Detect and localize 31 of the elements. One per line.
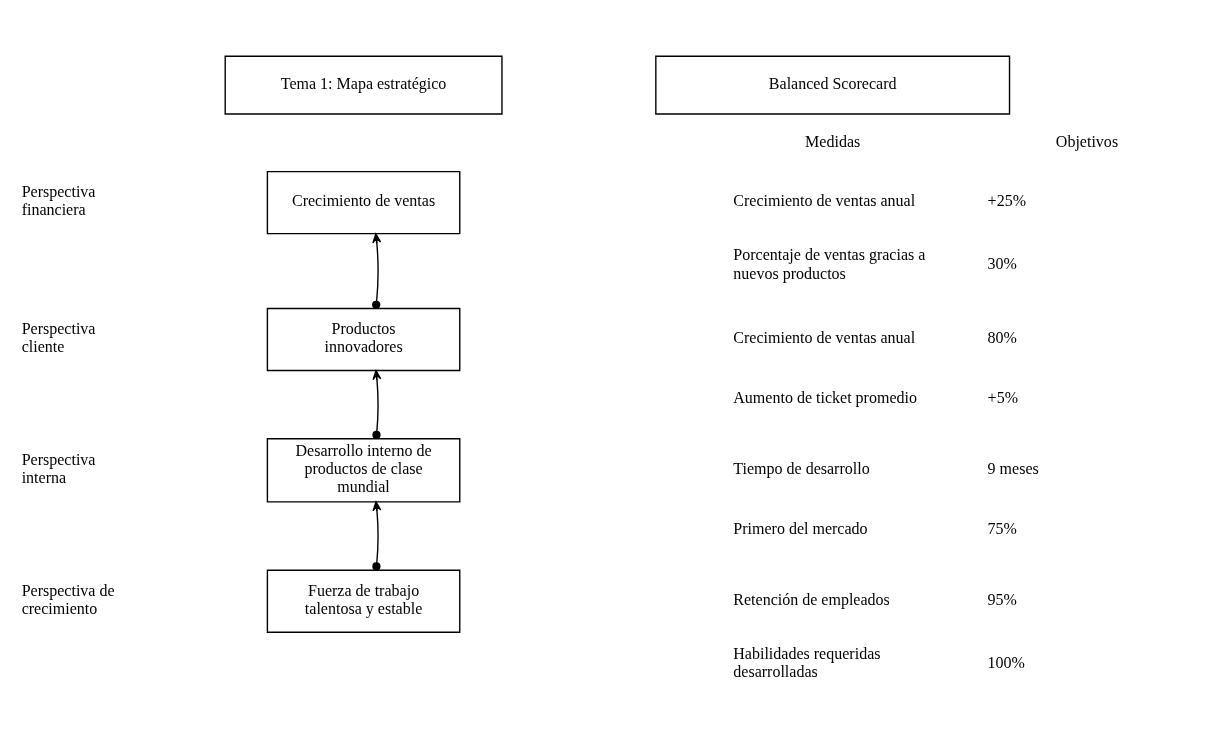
label: 9 meses	[987, 460, 1039, 478]
node-box: Balanced Scorecard	[655, 55, 1011, 115]
label: 80%	[987, 329, 1017, 347]
node-box: Tema 1: Mapa estratégico	[224, 55, 503, 115]
label: Aumento de ticket promedio	[733, 389, 917, 407]
label: 30%	[987, 255, 1017, 273]
label: Perspectiva de crecimiento	[21, 581, 115, 618]
label: Tiempo de desarrollo	[733, 460, 870, 478]
arrow	[372, 370, 382, 440]
label: Habilidades requeridas desarrolladas	[733, 644, 881, 681]
arrow	[372, 501, 382, 571]
label: Retención de empleados	[733, 590, 890, 608]
label: Perspectiva financiera	[21, 183, 96, 219]
label: Crecimiento de ventas anual	[733, 192, 916, 210]
label: Medidas	[805, 132, 861, 150]
label: Porcentaje de ventas gracias a nuevos productos	[733, 246, 926, 282]
node-box: Crecimiento de ventas	[266, 171, 461, 235]
label: Perspectiva interna	[21, 451, 96, 487]
label: Objetivos	[1055, 132, 1119, 150]
node-box: Productos innovadores	[266, 307, 461, 372]
arrow	[372, 233, 382, 309]
label: 100%	[987, 654, 1025, 672]
node-box: Fuerza de trabajo talentosa y estable	[266, 569, 461, 633]
label: +25%	[987, 192, 1026, 210]
label: Perspectiva cliente	[21, 320, 96, 356]
label: 95%	[987, 590, 1017, 608]
label: 75%	[987, 520, 1017, 538]
label: Primero del mercado	[733, 520, 868, 538]
label: Crecimiento de ventas anual	[733, 329, 916, 347]
label: +5%	[987, 389, 1018, 407]
node-box: Desarrollo interno de productos de clase mundial	[266, 438, 461, 503]
